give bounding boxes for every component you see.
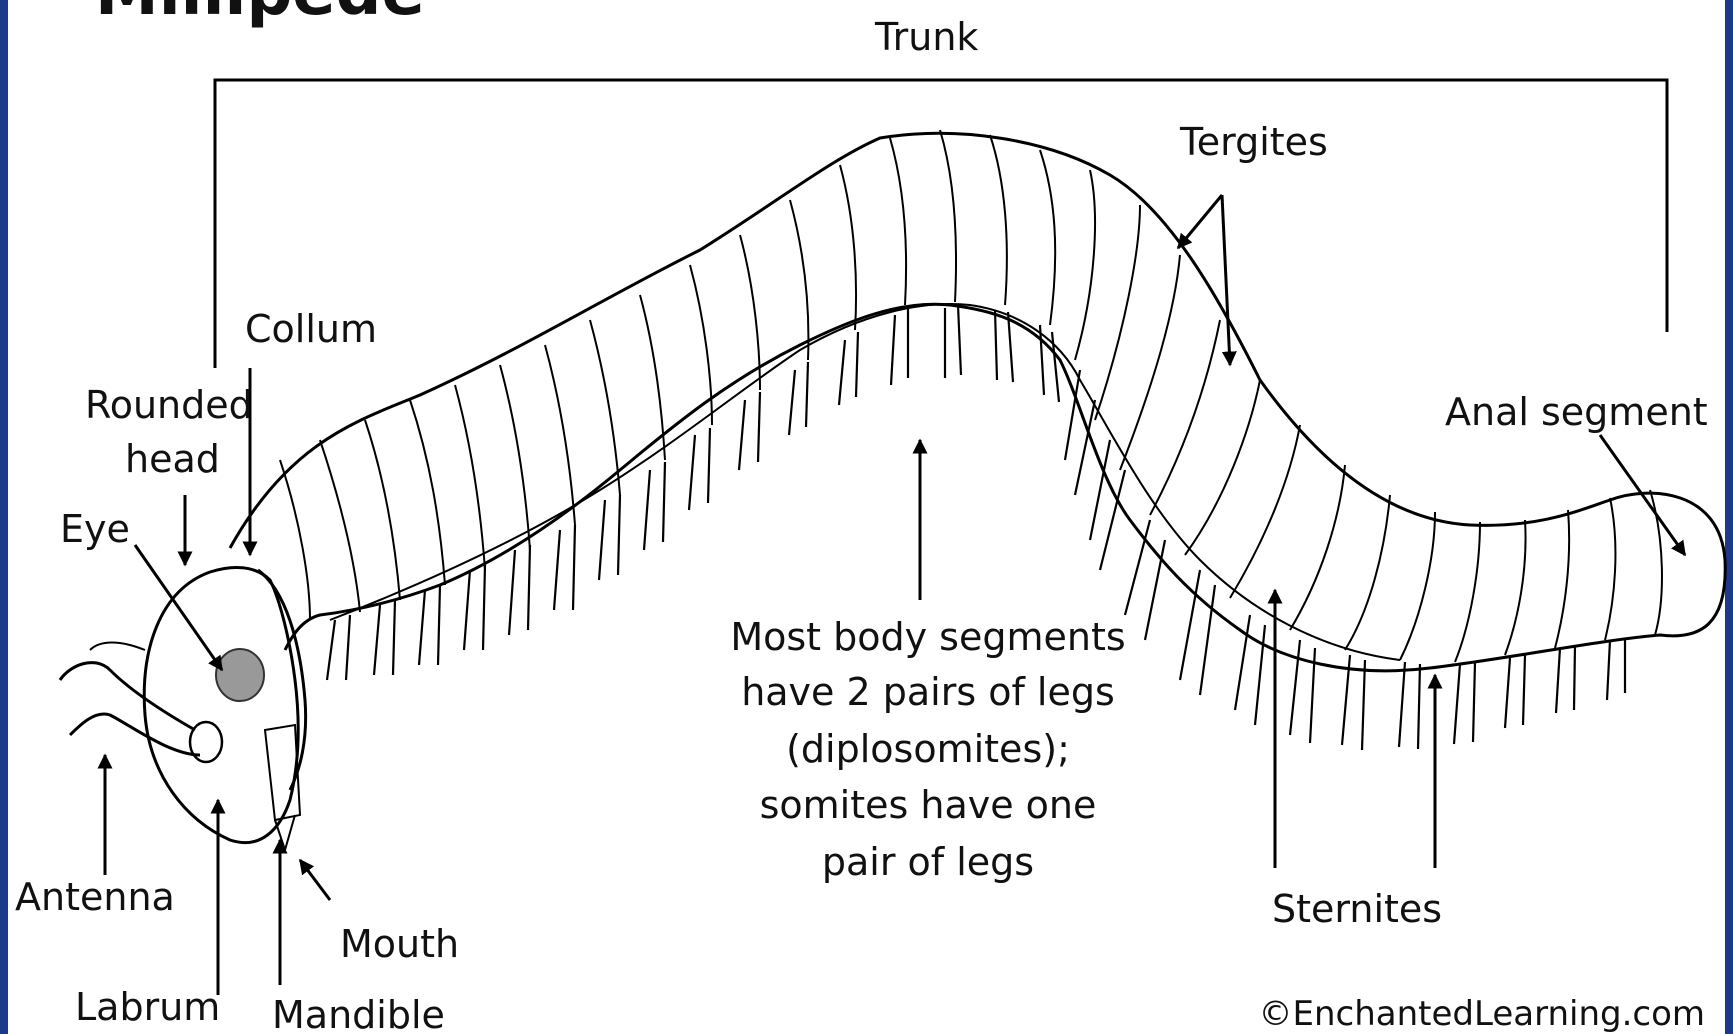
label-tergites: Tergites <box>1179 120 1328 164</box>
label-eye: Eye <box>60 507 130 551</box>
label-body-segments-line3: (diplosomites); <box>786 727 1070 771</box>
label-rounded-head-line2: head <box>125 437 220 481</box>
label-labrum: Labrum <box>75 985 220 1029</box>
label-mandible: Mandible <box>272 993 445 1034</box>
label-body-segments-line4: somites have one <box>760 783 1097 827</box>
label-body-segments-line2: have 2 pairs of legs <box>741 670 1115 714</box>
label-body-segments: Most body segments have 2 pairs of legs … <box>730 615 1125 884</box>
diagram-title: Millipede <box>95 0 425 30</box>
label-sternites: Sternites <box>1272 887 1442 931</box>
label-anal-segment: Anal segment <box>1445 390 1708 434</box>
label-body-segments-line5: pair of legs <box>822 840 1034 884</box>
label-antenna: Antenna <box>15 875 175 919</box>
trunk-bracket <box>215 80 1667 368</box>
label-trunk: Trunk <box>874 15 978 59</box>
label-mouth: Mouth <box>340 922 459 966</box>
label-collum: Collum <box>245 307 377 351</box>
label-rounded-head-line1: Rounded <box>85 383 253 427</box>
eye-spot <box>216 649 264 701</box>
label-body-segments-line1: Most body segments <box>730 615 1125 659</box>
copyright-notice: ©EnchantedLearning.com <box>1258 994 1705 1034</box>
